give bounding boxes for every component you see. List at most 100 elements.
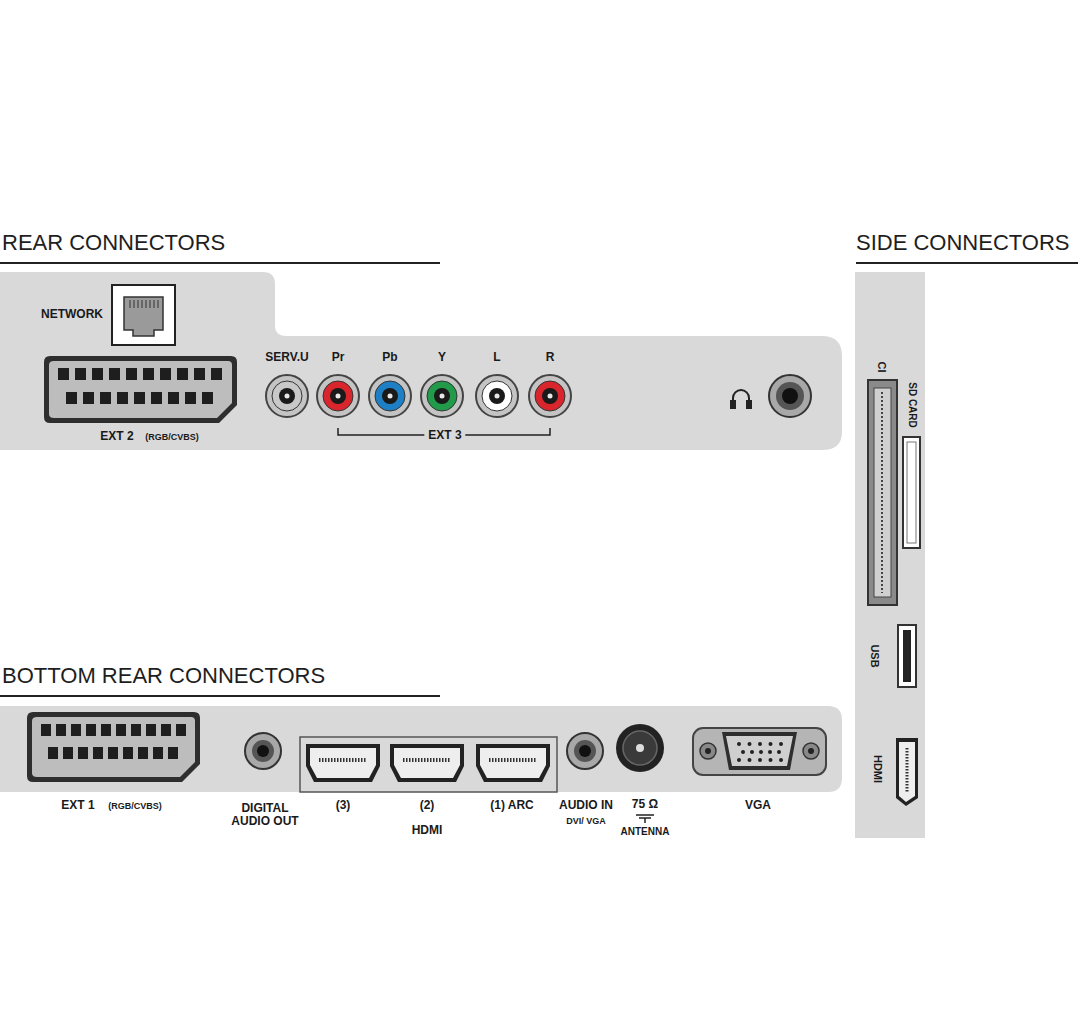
hdmi-group-frame bbox=[300, 737, 557, 792]
vga-port bbox=[777, 750, 781, 754]
headphone-icon bbox=[731, 401, 735, 408]
side-port-label: USB bbox=[869, 644, 881, 667]
scart-connector bbox=[185, 392, 196, 404]
port-label: (3) bbox=[336, 799, 351, 812]
scart-connector bbox=[202, 392, 213, 404]
antenna-symbol bbox=[644, 818, 646, 823]
rca-jack bbox=[388, 394, 393, 399]
rca-jack bbox=[529, 375, 571, 417]
port-label: R bbox=[546, 351, 555, 364]
rca-jack bbox=[440, 394, 445, 399]
scart-connector bbox=[44, 356, 237, 423]
rca-jack bbox=[548, 394, 553, 399]
side-port-label: SD CARD bbox=[907, 382, 918, 428]
rca-jack bbox=[489, 388, 505, 404]
digital-audio-jack bbox=[245, 733, 281, 769]
port-label: Pb bbox=[382, 351, 397, 364]
port-label: 75 Ω bbox=[632, 798, 658, 811]
antenna-symbol bbox=[636, 815, 654, 823]
sd-card-slot bbox=[903, 437, 920, 548]
vga-port bbox=[769, 758, 773, 762]
connector-panel: BOTTOM REAR CONNECTORS bbox=[0, 663, 842, 843]
port-label: ANTENNA bbox=[621, 826, 670, 837]
hdmi-port bbox=[476, 744, 550, 782]
hdmi-port bbox=[310, 748, 376, 778]
scart-connector bbox=[143, 368, 154, 380]
side-port-label: HDMI bbox=[872, 755, 884, 783]
port-label: Pr bbox=[332, 351, 345, 364]
headphone-jack bbox=[776, 382, 804, 410]
network-port bbox=[112, 285, 175, 345]
port-label: (RGB/CVBS) bbox=[145, 433, 199, 443]
network-port bbox=[149, 300, 151, 308]
usb-port bbox=[898, 625, 916, 687]
vga-port bbox=[741, 750, 745, 754]
port-label: EXT 2 bbox=[100, 430, 133, 443]
audio-in-jack bbox=[567, 733, 603, 769]
scart-connector bbox=[48, 747, 58, 759]
rca-jack bbox=[535, 381, 565, 411]
scart-connector bbox=[78, 747, 88, 759]
port-label: (1) ARC bbox=[490, 799, 534, 812]
port-label: SERV.U bbox=[265, 351, 308, 364]
hdmi-port bbox=[489, 758, 537, 762]
digital-audio-jack bbox=[245, 733, 281, 769]
ci-slot bbox=[868, 380, 897, 605]
scart-connector bbox=[160, 368, 171, 380]
sd-card-slot bbox=[907, 442, 916, 543]
vga-port bbox=[705, 748, 711, 754]
bottom-panel bbox=[0, 706, 842, 792]
rca-jack bbox=[482, 381, 512, 411]
hdmi-port bbox=[319, 758, 367, 762]
antenna-socket bbox=[616, 724, 664, 772]
scart-connector bbox=[108, 747, 118, 759]
rca-jack bbox=[369, 375, 411, 417]
scart-connector bbox=[126, 368, 137, 380]
scart-connector bbox=[58, 368, 69, 380]
port-label: HDMI bbox=[412, 824, 443, 837]
network-port bbox=[137, 300, 139, 308]
connector-panel: SIDE CONNECTORS bbox=[854, 230, 1080, 840]
audio-in-jack bbox=[574, 740, 596, 762]
port-label: Y bbox=[438, 351, 446, 364]
hdmi-port bbox=[906, 748, 909, 792]
port-label: NETWORK bbox=[41, 308, 103, 321]
hdmi-ports bbox=[306, 744, 550, 782]
section-heading: SIDE CONNECTORS bbox=[854, 230, 1070, 256]
scart-connector bbox=[138, 747, 148, 759]
headphone-jack bbox=[769, 375, 811, 417]
rca-jack bbox=[476, 375, 518, 417]
antenna-socket bbox=[636, 744, 644, 752]
hdmi-port bbox=[390, 744, 464, 782]
scart-connector bbox=[86, 724, 96, 736]
rca-jack bbox=[495, 394, 500, 399]
network-port bbox=[141, 300, 143, 308]
scart-connector bbox=[151, 392, 162, 404]
port-label: (2) bbox=[420, 799, 435, 812]
vga-port bbox=[700, 743, 716, 759]
scart-connector bbox=[32, 717, 195, 777]
vga-port bbox=[808, 748, 814, 754]
port-label: VGA bbox=[745, 799, 771, 812]
hdmi-port bbox=[899, 742, 915, 802]
antenna-symbol bbox=[636, 814, 654, 816]
vga-port bbox=[750, 750, 754, 754]
port-label: AUDIO IN bbox=[559, 799, 613, 812]
vga-port bbox=[737, 742, 741, 746]
scart-connector bbox=[93, 747, 103, 759]
vga-port bbox=[748, 742, 752, 746]
rca-jack bbox=[421, 375, 463, 417]
scart-connector bbox=[71, 724, 81, 736]
headphone-icon bbox=[747, 401, 751, 408]
scart-connector bbox=[146, 724, 156, 736]
vga-port bbox=[758, 758, 762, 762]
scart-connector bbox=[211, 368, 222, 380]
vga-port bbox=[759, 750, 763, 754]
digital-audio-jack bbox=[252, 740, 274, 762]
vga-port bbox=[726, 736, 793, 766]
network-port bbox=[129, 300, 131, 308]
side-panel bbox=[855, 272, 925, 838]
rca-jack bbox=[336, 394, 341, 399]
ci-slot bbox=[868, 380, 897, 605]
